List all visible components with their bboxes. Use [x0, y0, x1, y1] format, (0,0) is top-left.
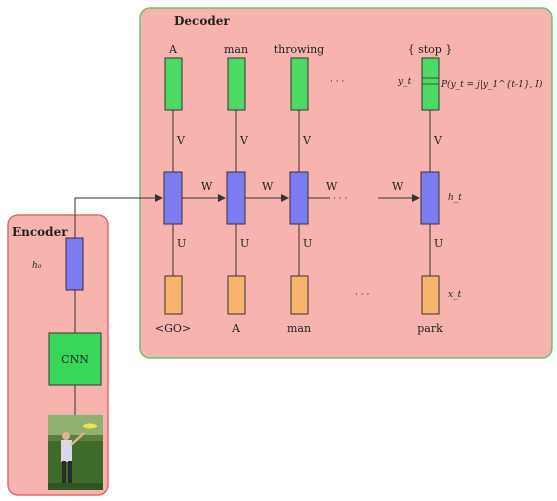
input-word-3: man [287, 322, 311, 335]
w-label-4: W [392, 180, 404, 193]
input-box-1 [165, 276, 182, 314]
input-photo [48, 415, 103, 490]
v-label-3: V [302, 134, 312, 147]
input-box-2 [228, 276, 245, 314]
encoder-title: Encoder [12, 225, 68, 239]
h-label: h_t [448, 193, 462, 203]
v-label-1: V [176, 134, 186, 147]
hidden-ellipsis: · · · [333, 194, 347, 204]
output-box-1 [165, 58, 182, 110]
hidden-box-3 [290, 172, 308, 224]
w-label-2: W [262, 180, 274, 193]
u-label-4: U [434, 237, 443, 250]
input-box-4 [422, 276, 439, 314]
h0-label: h₀ [32, 261, 42, 271]
v-label-2: V [239, 134, 249, 147]
u-label-1: U [177, 237, 186, 250]
w-label-1: W [201, 180, 213, 193]
decoder-panel: Decoder A man throwing { stop } · · · y_… [140, 8, 552, 358]
input-word-1: <GO> [155, 322, 191, 335]
encoder-panel: Encoder h₀ CNN [8, 215, 108, 495]
output-word-2: man [224, 43, 248, 56]
output-box-3 [291, 58, 308, 110]
u-label-3: U [303, 237, 312, 250]
output-ellipsis: · · · [330, 77, 344, 87]
decoder-title: Decoder [174, 14, 230, 28]
output-formula: P(y_t = j|y_1^{t-1}, I) [440, 79, 543, 90]
cnn-label: CNN [61, 353, 89, 366]
hidden-box-1 [164, 172, 182, 224]
output-word-3: throwing [274, 43, 324, 56]
v-label-4: V [433, 134, 443, 147]
hidden-box-2 [227, 172, 245, 224]
hidden-box-4 [421, 172, 439, 224]
u-label-2: U [240, 237, 249, 250]
input-ellipsis: · · · [355, 290, 369, 300]
encoder-hidden-state [66, 238, 83, 290]
output-word-1: A [168, 43, 178, 56]
output-box-2 [228, 58, 245, 110]
input-word-4: park [417, 322, 443, 335]
input-word-2: A [231, 322, 241, 335]
w-label-3: W [326, 180, 338, 193]
x-label: x_t [448, 290, 462, 300]
output-word-4: { stop } [408, 43, 453, 56]
input-box-3 [291, 276, 308, 314]
y-label: y_t [397, 77, 412, 87]
